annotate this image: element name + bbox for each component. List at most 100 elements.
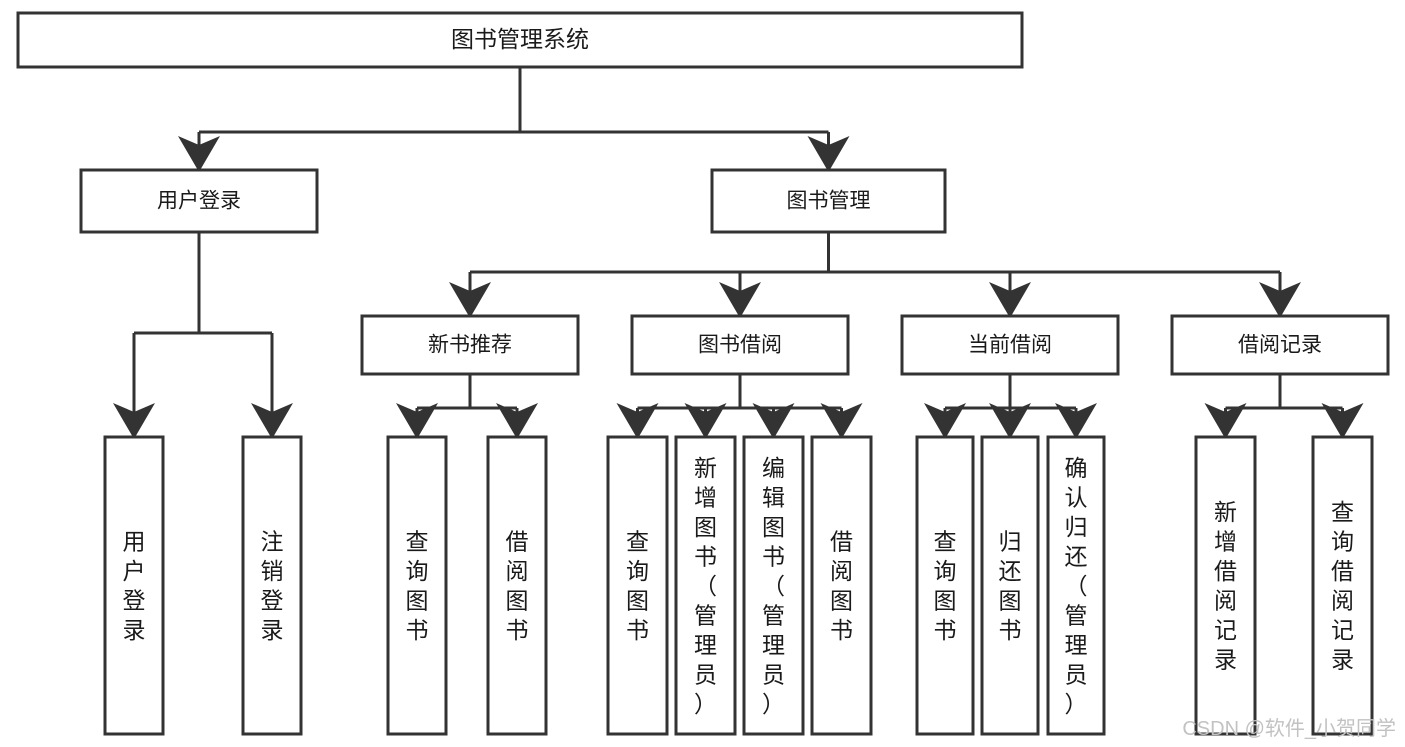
- node-box-leaf-query-book-recommend: [386, 435, 448, 736]
- node-label-leaf-query-book-recommend: 书: [406, 617, 429, 643]
- node-label-leaf-query-borrow-record: 记: [1331, 617, 1354, 643]
- node-label-leaf-edit-book: （: [762, 573, 785, 599]
- node-box-book-management: [710, 168, 947, 234]
- node-label-leaf-add-book: 员: [694, 661, 717, 687]
- node-label-leaf-query-book-borrow: 图: [626, 587, 649, 613]
- node-borrow-record[interactable]: 借阅记录: [1170, 314, 1390, 376]
- node-label-new-book-recommend: 新书推荐: [428, 334, 512, 357]
- node-user-login[interactable]: 用户登录: [79, 168, 319, 234]
- node-label-leaf-query-borrow-record: 询: [1331, 528, 1354, 554]
- node-label-leaf-confirm-return: 归: [1065, 514, 1088, 540]
- node-label-leaf-edit-book: 员: [762, 661, 785, 687]
- node-label-book-borrow: 图书借阅: [698, 334, 782, 357]
- node-label-book-management: 图书管理: [787, 190, 871, 213]
- node-label-leaf-borrow-book-recommend: 图: [506, 587, 529, 613]
- node-layer: 图书管理系统用户登录图书管理新书推荐图书借阅当前借阅借阅记录用户登录注销登录查询…: [16, 11, 1390, 736]
- node-box-new-book-recommend: [360, 314, 580, 376]
- node-current-borrow[interactable]: 当前借阅: [900, 314, 1120, 376]
- node-box-root: [16, 11, 1024, 69]
- node-label-leaf-confirm-return: 员: [1065, 661, 1088, 687]
- node-label-current-borrow: 当前借阅: [968, 334, 1052, 357]
- node-label-leaf-add-borrow-record: 增: [1214, 528, 1237, 554]
- node-label-leaf-query-book-current: 书: [934, 617, 957, 643]
- node-label-leaf-edit-book: 辑: [762, 484, 785, 510]
- csdn-watermark: CSDN @软件_小贺同学: [1182, 717, 1396, 740]
- node-label-leaf-add-book: 书: [694, 543, 717, 569]
- node-label-leaf-query-borrow-record: 录: [1331, 646, 1354, 672]
- node-label-leaf-borrow-book: 借: [830, 528, 853, 554]
- node-label-leaf-query-book-current: 查: [934, 528, 957, 554]
- node-label-root: 图书管理系统: [451, 26, 589, 52]
- node-leaf-user-login[interactable]: 用户登录: [103, 435, 165, 736]
- node-label-leaf-add-borrow-record: 记: [1214, 617, 1237, 643]
- node-label-leaf-query-book-recommend: 图: [406, 587, 429, 613]
- node-book-borrow[interactable]: 图书借阅: [630, 314, 850, 376]
- node-label-leaf-confirm-return: 理: [1065, 632, 1088, 658]
- node-label-leaf-query-book-borrow: 书: [626, 617, 649, 643]
- node-label-leaf-borrow-book-recommend: 借: [506, 528, 529, 554]
- node-label-leaf-query-borrow-record: 阅: [1331, 587, 1354, 613]
- node-label-leaf-confirm-return: （: [1065, 573, 1088, 599]
- node-box-leaf-edit-book: [742, 435, 805, 736]
- node-label-leaf-add-borrow-record: 阅: [1214, 587, 1237, 613]
- node-box-leaf-return-book: [980, 435, 1040, 736]
- node-label-leaf-add-book: 管: [694, 602, 717, 628]
- node-box-leaf-query-book-current: [915, 435, 975, 736]
- node-box-leaf-borrow-book-recommend: [486, 435, 548, 736]
- node-label-leaf-query-borrow-record: 查: [1331, 499, 1354, 525]
- node-label-leaf-add-book: 新: [694, 455, 717, 481]
- node-box-leaf-add-book: [674, 435, 737, 736]
- node-label-leaf-logout-login: 录: [261, 617, 284, 643]
- node-label-leaf-edit-book: 编: [762, 455, 785, 481]
- node-box-book-borrow: [630, 314, 850, 376]
- node-root[interactable]: 图书管理系统: [16, 11, 1024, 69]
- node-box-leaf-borrow-book: [810, 435, 873, 736]
- node-label-leaf-edit-book: ）: [762, 691, 785, 717]
- node-box-leaf-confirm-return: [1046, 435, 1106, 736]
- node-label-leaf-confirm-return: 认: [1065, 484, 1088, 510]
- node-label-leaf-confirm-return: ）: [1065, 691, 1088, 717]
- node-label-leaf-confirm-return: 还: [1065, 543, 1088, 569]
- node-label-leaf-borrow-book-recommend: 阅: [506, 558, 529, 584]
- node-label-leaf-add-borrow-record: 新: [1214, 499, 1237, 525]
- node-label-leaf-return-book: 还: [999, 558, 1022, 584]
- node-box-user-login: [79, 168, 319, 234]
- node-label-leaf-query-borrow-record: 借: [1331, 558, 1354, 584]
- node-label-leaf-confirm-return: 管: [1065, 602, 1088, 628]
- node-new-book-recommend[interactable]: 新书推荐: [360, 314, 580, 376]
- node-label-leaf-user-login: 录: [123, 617, 146, 643]
- node-label-leaf-edit-book: 书: [762, 543, 785, 569]
- node-label-leaf-add-borrow-record: 录: [1214, 646, 1237, 672]
- node-label-leaf-logout-login: 注: [261, 528, 284, 554]
- edge-layer: [113, 67, 1364, 439]
- node-label-leaf-borrow-book: 书: [830, 617, 853, 643]
- node-label-leaf-user-login: 户: [123, 558, 146, 584]
- node-box-borrow-record: [1170, 314, 1390, 376]
- node-label-leaf-add-borrow-record: 借: [1214, 558, 1237, 584]
- node-box-current-borrow: [900, 314, 1120, 376]
- node-box-leaf-user-login: [103, 435, 165, 736]
- node-label-leaf-add-book: （: [694, 573, 717, 599]
- node-book-management[interactable]: 图书管理: [710, 168, 947, 234]
- node-label-leaf-query-book-recommend: 询: [406, 558, 429, 584]
- node-box-leaf-logout-login: [241, 435, 303, 736]
- node-label-leaf-return-book: 归: [999, 528, 1022, 554]
- node-label-user-login: 用户登录: [157, 190, 241, 213]
- node-label-leaf-query-book-borrow: 查: [626, 528, 649, 554]
- node-label-leaf-query-book-current: 图: [934, 587, 957, 613]
- node-label-leaf-add-book: 理: [694, 632, 717, 658]
- node-label-leaf-confirm-return: 确: [1065, 455, 1088, 481]
